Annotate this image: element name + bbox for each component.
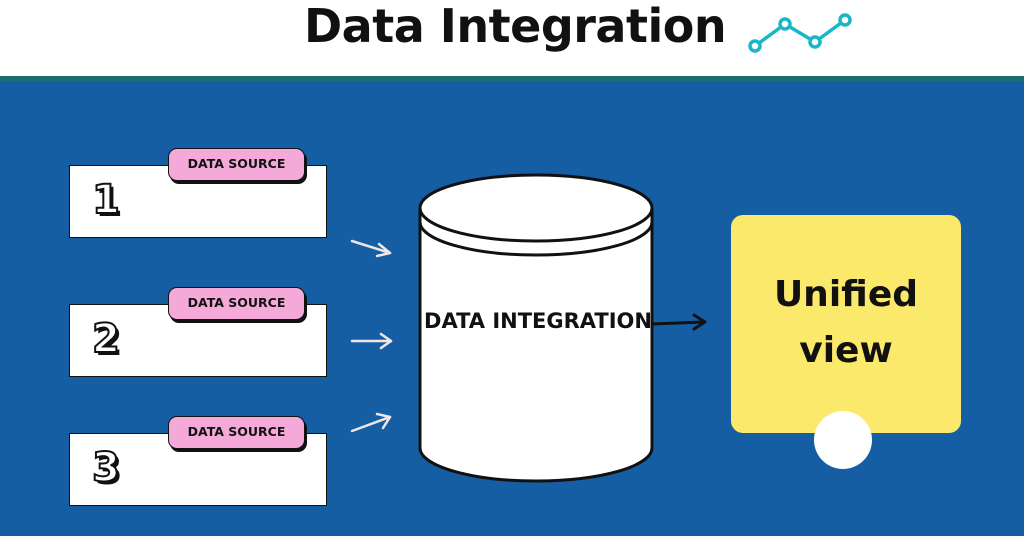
header-divider	[0, 76, 1024, 81]
data-source-tag-3: DATA SOURCE	[168, 416, 305, 449]
source-arrow-3	[350, 412, 392, 433]
data-source-number-2: 2	[91, 315, 121, 363]
data-source-tag-1: DATA SOURCE	[168, 148, 305, 181]
trend-line-icon	[748, 13, 852, 53]
header: Data Integration	[0, 0, 1024, 78]
unified-view-label: Unified view	[773, 274, 919, 371]
source-arrow-1	[350, 239, 392, 258]
decorative-circle	[814, 411, 872, 469]
data-source-number-1: 1	[91, 176, 121, 224]
output-arrow	[650, 313, 707, 331]
page-title: Data Integration	[304, 0, 727, 53]
data-source-tag-2: DATA SOURCE	[168, 287, 305, 320]
source-arrow-2	[350, 332, 393, 350]
unified-view-card: Unified view	[731, 215, 961, 433]
data-source-number-3: 3	[91, 444, 121, 492]
integration-label: DATA INTEGRATION	[424, 309, 652, 333]
database-cylinder	[418, 173, 654, 483]
